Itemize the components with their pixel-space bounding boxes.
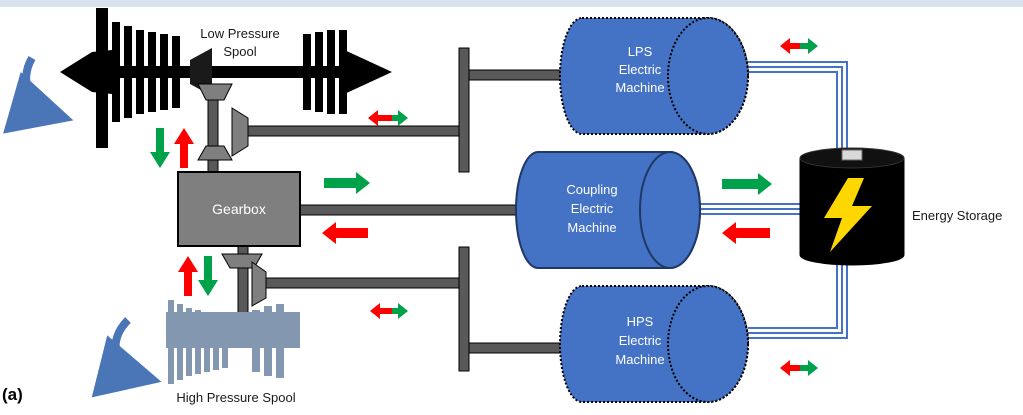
arrow-green-down: [150, 128, 170, 168]
gearbox: [177, 171, 301, 247]
cable-lps-storage: [748, 61, 848, 150]
low-pressure-spool: [60, 8, 392, 148]
low-pressure-label-1: Low Pressure: [200, 26, 279, 41]
lps-em-label-3: Machine: [615, 80, 664, 95]
lps-em-label-2: Electric: [619, 62, 662, 77]
bevel-gears-lower: [221, 253, 267, 307]
arrow-red-left: [722, 222, 770, 244]
coupling-em-label-2: Electric: [571, 201, 614, 216]
arrow-green-right: [722, 173, 772, 195]
hps-rotation-arrow: [91, 317, 162, 398]
lightning-bolt-icon: [824, 178, 872, 252]
cable-coupling-storage: [700, 203, 800, 215]
lps-electric-machine: [559, 17, 749, 135]
shafts: [207, 47, 562, 372]
panel-label: (a): [2, 385, 23, 404]
hps-electric-machine: [559, 285, 749, 403]
coupling-electric-machine: [515, 151, 701, 269]
hps-em-label-3: Machine: [615, 352, 664, 367]
hps-em-label-2: Electric: [619, 333, 662, 348]
energy-storage-label: Energy Storage: [912, 208, 1002, 223]
arrow-red-up: [174, 128, 194, 168]
arrow-green-down: [198, 256, 218, 296]
high-pressure-label: High Pressure Spool: [176, 390, 295, 405]
bidirectional-arrow: [368, 110, 408, 126]
lps-rotation-arrow: [3, 55, 74, 134]
bidirectional-arrow: [780, 38, 818, 54]
bidirectional-arrow: [370, 303, 408, 319]
bevel-gears-upper: [197, 83, 249, 161]
hps-em-label-1: HPS: [627, 314, 654, 329]
low-pressure-label-2: Spool: [223, 44, 256, 59]
coupling-em-label-1: Coupling: [566, 182, 617, 197]
high-pressure-spool: [166, 300, 300, 384]
lps-em-label-1: LPS: [628, 44, 653, 59]
arrow-red-up: [178, 256, 198, 296]
arrow-green-right: [324, 172, 370, 194]
cable-hps-storage: [748, 265, 848, 339]
gearbox-label: Gearbox: [212, 201, 266, 217]
arrow-red-left: [322, 222, 368, 244]
top-band: [0, 0, 1023, 7]
bidirectional-arrow: [780, 360, 818, 376]
coupling-em-label-3: Machine: [567, 220, 616, 235]
